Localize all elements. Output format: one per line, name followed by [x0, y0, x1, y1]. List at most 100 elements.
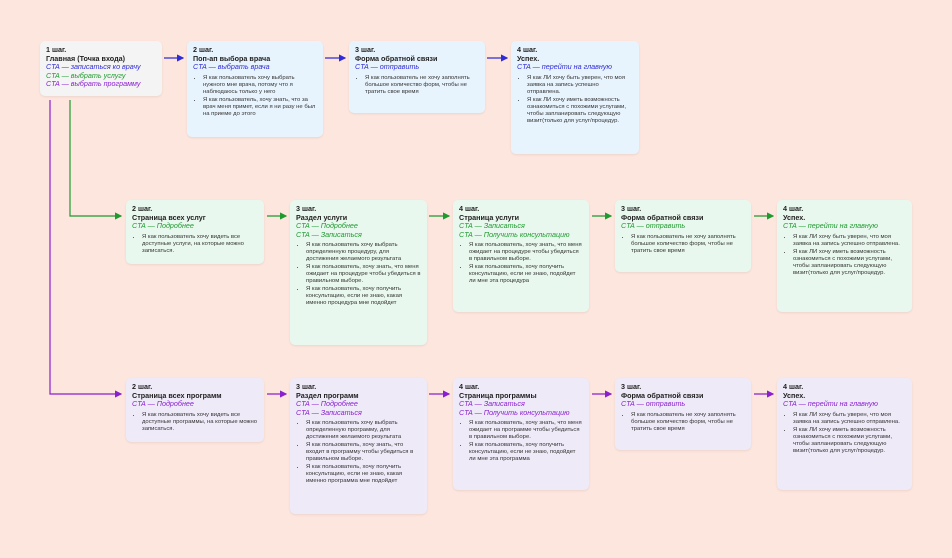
cta-label: CTA — отправить: [621, 399, 686, 409]
user-stories: Я как пользователь хочу видеть все досту…: [132, 234, 258, 255]
cta-choose-program: CTA — выбрать программу: [46, 79, 141, 89]
card-title: Успех.: [517, 53, 540, 63]
user-story: Я как пользователь, хочу получить консул…: [469, 264, 583, 285]
cta-label: CTA — Записаться: [296, 407, 362, 417]
user-stories: Я как пользователь хочу выбрать определе…: [296, 242, 421, 307]
card-title: Форма обратной связи: [621, 212, 704, 222]
step-label: 3 шаг.: [296, 204, 317, 213]
card-title: Форма обратной связи: [355, 53, 438, 63]
cta-label: CTA — Подробнее: [296, 221, 358, 231]
step-label: 4 шаг.: [459, 382, 480, 391]
cta-label: CTA — отправить: [621, 221, 686, 231]
card-title: Раздел программ: [296, 390, 359, 400]
user-story: Я как пользователь, хочу получить консул…: [469, 442, 583, 463]
cta-label: CTA — Подробнее: [132, 399, 194, 409]
user-stories: Я как пользователь, хочу знать, что меня…: [459, 242, 583, 285]
cta-label: CTA — Подробнее: [296, 399, 358, 409]
card-title: Успех.: [783, 390, 806, 400]
step-label: 4 шаг.: [783, 382, 804, 391]
user-story: Я как пользователь, хочу знать, что вход…: [306, 442, 421, 463]
cta-label: CTA — Получить консультацию: [459, 407, 570, 417]
user-stories: Я как ЛИ хочу быть уверен, что моя заявк…: [783, 412, 906, 455]
user-story: Я как пользователь, хочу получить консул…: [306, 286, 421, 307]
user-story: Я как пользователь не хочу заполнять бол…: [631, 412, 745, 433]
step-label: 2 шаг.: [132, 204, 153, 213]
card-success: 4 шаг. Успех. CTA — перейти на главную Я…: [511, 41, 639, 154]
step-label: 4 шаг.: [517, 45, 538, 54]
card-title: Раздел услуги: [296, 212, 348, 222]
user-stories: Я как пользователь не хочу заполнять бол…: [621, 412, 745, 433]
user-story: Я как пользователь хочу выбрать определе…: [306, 420, 421, 441]
card-program-page: 4 шаг. Страница программы CTA — Записать…: [453, 378, 589, 490]
card-main-entry: 1 шаг. Главная (Точка входа) CTA — запис…: [40, 41, 162, 96]
cta-label: CTA — перейти на главную: [783, 221, 878, 231]
card-all-services: 2 шаг. Страница всех услуг CTA — Подробн…: [126, 200, 264, 264]
step-label: 2 шаг.: [132, 382, 153, 391]
step-label: 3 шаг.: [296, 382, 317, 391]
card-all-programs: 2 шаг. Страница всех программ CTA — Подр…: [126, 378, 264, 442]
user-story: Я как пользователь хочу выбрать нужного …: [203, 75, 317, 96]
card-title: Страница услуги: [459, 212, 520, 222]
user-story: Я как ЛИ хочу быть уверен, что моя заявк…: [527, 75, 633, 96]
card-success-2: 4 шаг. Успех. CTA — перейти на главную Я…: [777, 200, 912, 312]
user-story: Я как пользователь хочу видеть все досту…: [142, 412, 258, 433]
card-title: Страница всех программ: [132, 390, 222, 400]
user-stories: Я как пользователь хочу выбрать определе…: [296, 420, 421, 485]
card-doctor-popup: 2 шаг. Поп-ап выбора врача CTA — выбрать…: [187, 41, 323, 137]
cta-book-doctor: CTA — записаться ко врачу: [46, 62, 141, 72]
user-story: Я как пользователь, хочу знать, что меня…: [306, 264, 421, 285]
cta-choose-service: CTA — выбрать услугу: [46, 70, 126, 80]
card-title: Успех.: [783, 212, 806, 222]
cta-label: CTA — Записаться: [459, 221, 525, 231]
cta-label: CTA — отправить: [355, 62, 420, 72]
card-title: Поп-ап выбора врача: [193, 53, 271, 63]
user-story: Я как ЛИ хочу быть уверен, что моя заявк…: [793, 412, 906, 426]
cta-label: CTA — Получить консультацию: [459, 229, 570, 239]
card-feedback-form: 3 шаг. Форма обратной связи CTA — отправ…: [349, 41, 485, 113]
user-story: Я как ЛИ хочу иметь возможность ознакоми…: [793, 427, 906, 455]
user-story: Я как пользователь хочу видеть все досту…: [142, 234, 258, 255]
user-story: Я как пользователь не хочу заполнять бол…: [631, 234, 745, 255]
step-label: 4 шаг.: [783, 204, 804, 213]
step-label: 4 шаг.: [459, 204, 480, 213]
cta-label: CTA — перейти на главную: [783, 399, 878, 409]
step-label: 3 шаг.: [621, 382, 642, 391]
card-service-page: 4 шаг. Страница услуги CTA — Записаться …: [453, 200, 589, 312]
cta-label: CTA — Записаться: [459, 399, 525, 409]
user-story: Я как пользователь, хочу знать, что меня…: [469, 420, 583, 441]
card-title: Страница программы: [459, 390, 537, 400]
card-success-3: 4 шаг. Успех. CTA — перейти на главную Я…: [777, 378, 912, 490]
cta-label: CTA — Подробнее: [132, 221, 194, 231]
cta-label: CTA — выбрать врача: [193, 62, 270, 72]
card-service-section: 3 шаг. Раздел услуги CTA — Подробнее CTA…: [290, 200, 427, 345]
user-story: Я как ЛИ хочу иметь возможность ознакоми…: [793, 249, 906, 277]
user-story: Я как пользователь, хочу знать, что меня…: [469, 242, 583, 263]
card-feedback-form-2: 3 шаг. Форма обратной связи CTA — отправ…: [615, 200, 751, 272]
user-story: Я как ЛИ хочу иметь возможность ознакоми…: [527, 97, 633, 125]
step-label: 3 шаг.: [621, 204, 642, 213]
user-stories: Я как пользователь, хочу знать, что меня…: [459, 420, 583, 463]
step-label: 1 шаг.: [46, 45, 67, 54]
card-program-section: 3 шаг. Раздел программ CTA — Подробнее C…: [290, 378, 427, 514]
arrow-main-to-programs: [49, 100, 123, 398]
cta-label: CTA — Записаться: [296, 229, 362, 239]
user-stories: Я как пользователь не хочу заполнять бол…: [621, 234, 745, 255]
arrow-main-to-services: [69, 100, 123, 220]
user-stories: Я как пользователь хочу выбрать нужного …: [193, 75, 317, 118]
card-feedback-form-3: 3 шаг. Форма обратной связи CTA — отправ…: [615, 378, 751, 450]
user-story: Я как пользователь не хочу заполнять бол…: [365, 75, 479, 96]
step-label: 2 шаг.: [193, 45, 214, 54]
user-stories: Я как пользователь хочу видеть все досту…: [132, 412, 258, 433]
user-story: Я как пользователь хочу выбрать определе…: [306, 242, 421, 263]
user-stories: Я как ЛИ хочу быть уверен, что моя заявк…: [783, 234, 906, 277]
card-title: Форма обратной связи: [621, 390, 704, 400]
user-story: Я как пользователь, хочу знать, что за в…: [203, 97, 317, 118]
step-label: 3 шаг.: [355, 45, 376, 54]
user-story: Я как ЛИ хочу быть уверен, что моя заявк…: [793, 234, 906, 248]
user-stories: Я как пользователь не хочу заполнять бол…: [355, 75, 479, 96]
cta-label: CTA — перейти на главную: [517, 62, 612, 72]
card-title: Страница всех услуг: [132, 212, 206, 222]
user-story: Я как пользователь, хочу получить консул…: [306, 464, 421, 485]
card-title: Главная (Точка входа): [46, 53, 126, 63]
